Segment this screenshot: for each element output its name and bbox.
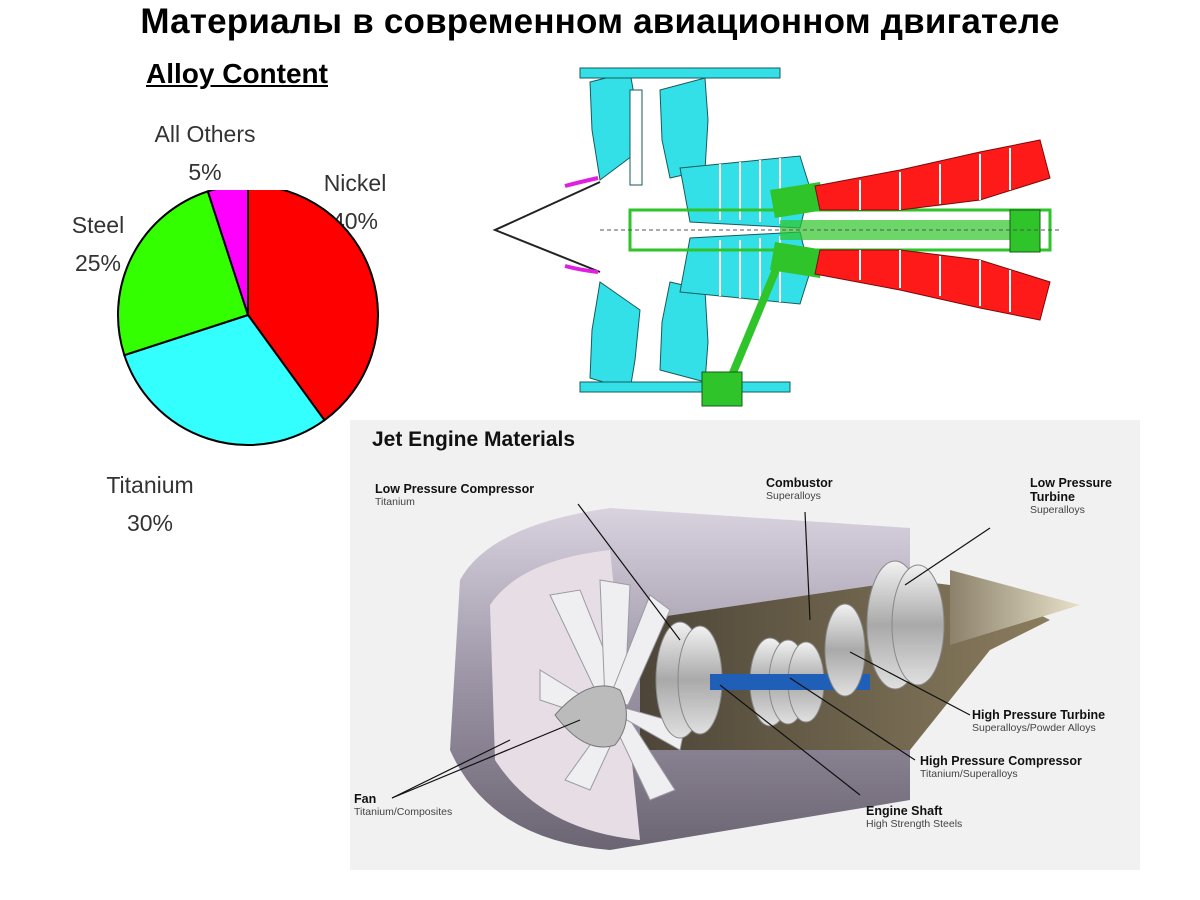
pie-label-others: All Others 5% [130,115,280,191]
callout-engine-shaft: Engine Shaft High Strength Steels [866,804,962,830]
pie-slice-others [206,190,249,316]
pie-slice-nickel [247,190,379,422]
pie-label-steel-value: 25% [74,250,122,276]
callout-name: Fan [354,792,377,806]
gearbox [701,371,743,407]
jet-panel-title: Jet Engine Materials [372,428,576,451]
pie-label-nickel-name: Nickel [323,170,387,196]
callout-fan: Fan Titanium/Composites [354,792,452,818]
callout-material: Titanium [375,496,415,508]
leader-lines [391,503,991,799]
callout-name: High Pressure Turbine [972,708,1106,722]
fan-spinner [554,685,627,748]
exhaust-cone [950,570,1080,645]
pie-label-others-name: All Others [154,121,256,147]
alloy-pie-chart [117,190,379,446]
callout-name: Low Pressure [1030,476,1112,490]
callout-name: Engine Shaft [866,804,943,818]
callout-name: Combustor [766,476,833,490]
jet-engine-cutaway-illustration [391,503,1080,850]
callout-material: Titanium/Superalloys [920,768,1018,780]
jet-engine-materials-panel: Jet Engine Materials Low Pressure Compre… [350,420,1140,870]
pie-label-nickel: Nickel 40% [305,164,405,240]
pie-label-titanium-name: Titanium [106,472,194,498]
pie-label-titanium: Titanium 30% [75,466,225,542]
callout-high-pressure-compressor: High Pressure Compressor Titanium/Supera… [920,754,1082,780]
pie-chart-title: Alloy Content [146,58,328,89]
callout-combustor: Combustor Superalloys [766,476,833,502]
callout-material: Superalloys [766,490,821,502]
pie-label-steel: Steel 25% [48,206,148,282]
callout-low-pressure-compressor: Low Pressure Compressor Titanium [375,482,534,508]
pie-label-titanium-value: 30% [126,510,174,536]
callout-name: Low Pressure Compressor [375,482,535,496]
callout-high-pressure-turbine: High Pressure Turbine Superalloys/Powder… [972,708,1105,734]
engine-cross-section-diagram [492,67,1060,407]
pie-slice-titanium [123,313,326,446]
pie-label-steel-name: Steel [71,212,125,238]
callout-low-pressure-turbine: Low Pressure Turbine Superalloys [1030,476,1112,516]
callout-name-line2: Turbine [1030,490,1075,504]
inlet-lip [564,176,599,188]
callout-material: Titanium/Composites [354,806,453,818]
turbine-section-top [814,139,1051,211]
pie-label-others-value: 5% [188,159,222,185]
gearbox-strut [726,258,784,382]
turbine-section-bottom [814,249,1051,321]
slide-title: Материалы в современном авиационном двиг… [140,2,1060,41]
callout-material: Superalloys/Powder Alloys [972,722,1096,734]
turbine-discs [824,560,945,697]
callout-name: High Pressure Compressor [920,754,1082,768]
nose-cone-line [492,181,601,273]
callout-material: High Strength Steels [866,818,963,830]
pie-slice-steel [117,190,250,357]
callout-material: Superalloys [1030,504,1085,516]
